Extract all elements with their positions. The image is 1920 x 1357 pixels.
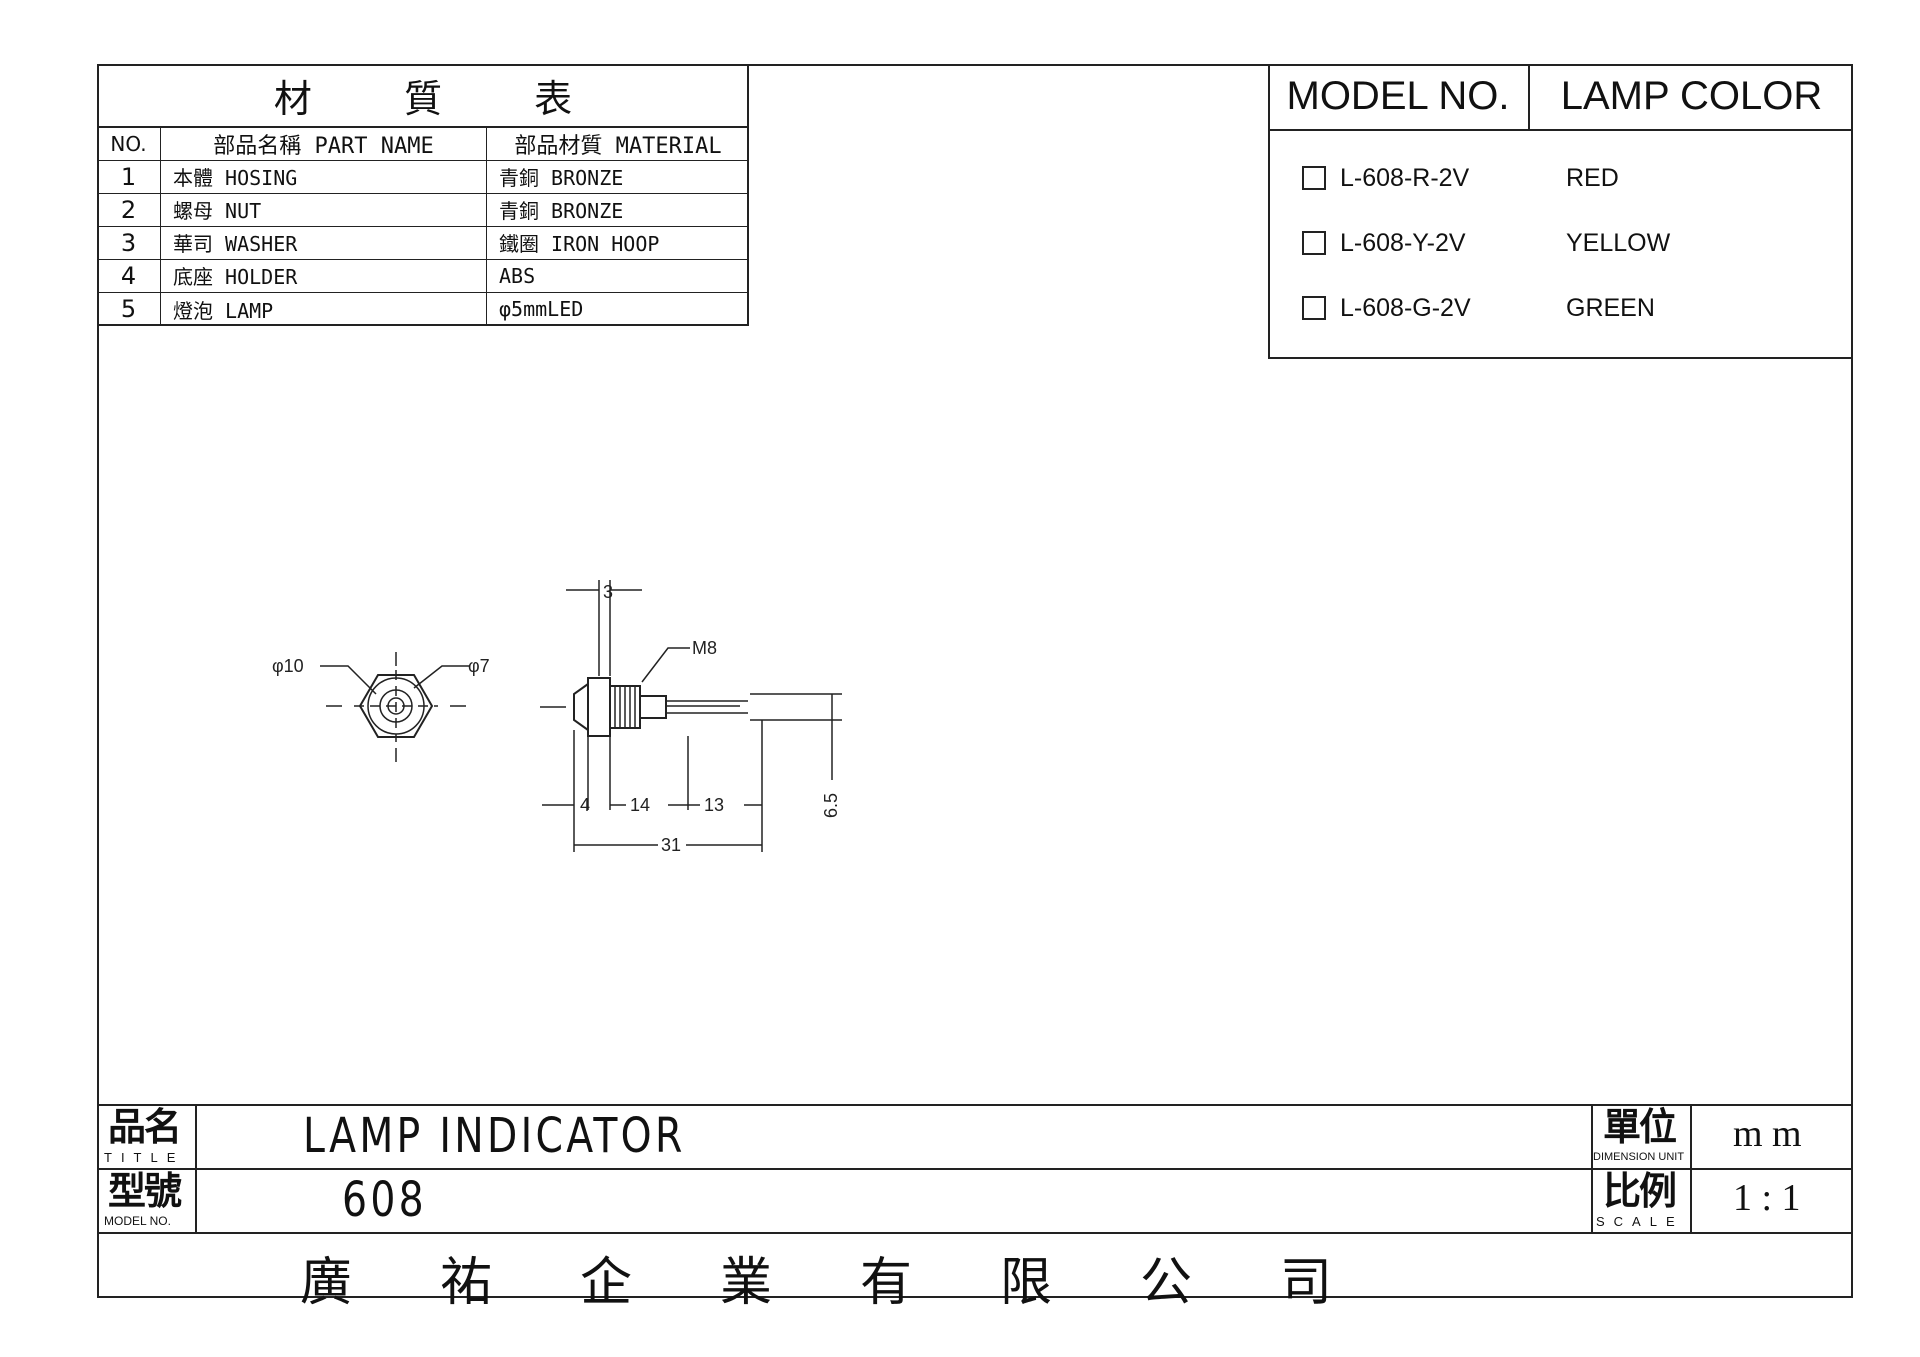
dim-seg1: 4 — [580, 795, 590, 815]
title-sub-label: TITLE — [104, 1150, 185, 1165]
dim-top-width: 3 — [603, 582, 613, 602]
model-checkbox[interactable] — [1302, 231, 1326, 255]
leader-d7 — [413, 665, 470, 689]
table-row: 2 螺母 NUT 青銅 BRONZE — [97, 194, 749, 227]
lens-dome — [573, 682, 589, 732]
table-row: 5 燈泡 LAMP φ5mmLED — [97, 293, 749, 326]
table-row: 4 底座 HOLDER ABS — [97, 260, 749, 293]
company-char: 企 — [580, 1253, 633, 1313]
row-material: 青銅 BRONZE — [499, 199, 624, 224]
dim-d7: φ7 — [468, 656, 490, 676]
lamp-color: GREEN — [1566, 293, 1655, 322]
company-name: 廣 祐 企 業 有 限 公 司 — [300, 1240, 1420, 1315]
company-char: 司 — [1280, 1253, 1333, 1313]
row-part-name: 螺母 NUT — [161, 194, 487, 226]
holder — [639, 695, 667, 719]
dim-height: 6.5 — [821, 793, 841, 818]
model-number: L-608-Y-2V — [1340, 228, 1466, 257]
row-part-name: 華司 WASHER — [161, 227, 487, 259]
row-part-name: 本體 HOSING — [161, 161, 487, 193]
row-no: 3 — [97, 227, 161, 259]
model-row-yellow: L-608-Y-2V YELLOW — [1302, 223, 1670, 263]
row-material: ABS — [499, 263, 536, 288]
unit-label: 單位 — [1603, 1105, 1677, 1149]
row-no: 1 — [97, 161, 161, 193]
company-char: 業 — [720, 1253, 773, 1313]
model-row-red: L-608-R-2V RED — [1302, 158, 1619, 198]
row-no: 2 — [97, 194, 161, 226]
side-view — [540, 580, 842, 852]
model-checkbox[interactable] — [1302, 296, 1326, 320]
model-table-header: MODEL NO. LAMP COLOR — [1268, 64, 1853, 131]
company-char: 祐 — [440, 1253, 493, 1313]
header-material: 部品材質 MATERIAL — [514, 133, 722, 159]
company-char: 廣 — [300, 1253, 353, 1313]
dim-thread: M8 — [692, 638, 717, 658]
table-row: 1 本體 HOSING 青銅 BRONZE — [97, 161, 749, 194]
title-label: 品名 — [108, 1105, 182, 1149]
header-lamp-color: LAMP COLOR — [1560, 74, 1823, 118]
unit-value: m m — [1733, 1113, 1802, 1155]
dim-d10: φ10 — [272, 656, 304, 676]
row-no: 4 — [97, 260, 161, 292]
title-block-top-border — [97, 1104, 1853, 1106]
model-checkbox[interactable] — [1302, 166, 1326, 190]
header-part-name: 部品名稱 PART NAME — [161, 128, 487, 160]
drawing-frame — [97, 64, 1853, 1298]
title-value: LAMP INDICATOR — [303, 1108, 686, 1164]
unit-sub-label: DIMENSION UNIT — [1593, 1151, 1685, 1163]
scale-label: 比例 — [1603, 1169, 1677, 1213]
scale-value: 1 : 1 — [1733, 1177, 1801, 1219]
dim-seg3: 13 — [704, 795, 724, 815]
model-number: L-608-G-2V — [1340, 293, 1471, 322]
company-char: 有 — [860, 1253, 913, 1313]
front-view — [320, 652, 470, 762]
lamp-color: RED — [1566, 163, 1619, 192]
title-block-divider — [97, 1168, 1853, 1170]
lamp-color: YELLOW — [1566, 228, 1671, 257]
nut-flange — [587, 677, 611, 737]
leader-m8 — [641, 647, 690, 683]
technical-drawing: φ10 φ7 — [272, 580, 842, 855]
title-block-divider — [1591, 1104, 1593, 1232]
row-material: 鐵圈 IRON HOOP — [499, 232, 660, 257]
scale-sub-label: SCALE — [1596, 1214, 1684, 1229]
title-block-divider — [195, 1104, 197, 1232]
leader-d10 — [320, 665, 377, 695]
material-table-header: NO. 部品名稱 PART NAME 部品材質 MATERIAL — [97, 128, 749, 161]
row-material: 青銅 BRONZE — [499, 166, 624, 191]
model-label: 型號 — [108, 1169, 182, 1213]
row-no: 5 — [97, 293, 161, 326]
row-part-name: 燈泡 LAMP — [161, 293, 487, 326]
model-value: 608 — [342, 1172, 427, 1228]
header-no: NO. — [97, 128, 161, 160]
company-char: 限 — [1000, 1253, 1053, 1313]
header-model-no: MODEL NO. — [1268, 64, 1530, 129]
table-row: 3 華司 WASHER 鐵圈 IRON HOOP — [97, 227, 749, 260]
model-sub-label: MODEL NO. — [104, 1214, 171, 1228]
model-table — [1268, 64, 1853, 359]
model-row-green: L-608-G-2V GREEN — [1302, 288, 1655, 328]
title-block-divider — [1690, 1104, 1692, 1232]
company-char: 公 — [1140, 1253, 1193, 1313]
dim-seg2: 14 — [630, 795, 650, 815]
model-number: L-608-R-2V — [1340, 163, 1470, 192]
material-table-title: 材 質 表 — [97, 64, 749, 128]
dim-total: 31 — [661, 835, 681, 855]
material-table — [97, 64, 749, 326]
title-block-divider — [97, 1232, 1853, 1234]
row-part-name: 底座 HOLDER — [161, 260, 487, 292]
row-material: φ5mmLED — [499, 297, 584, 322]
